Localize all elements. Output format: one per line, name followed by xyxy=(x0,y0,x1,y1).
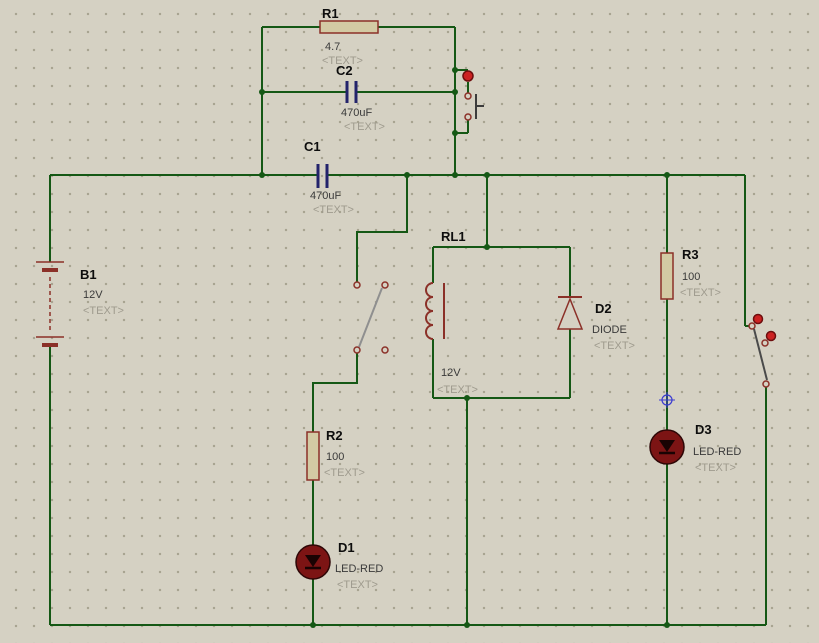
wire-coil-flyback-branch[interactable] xyxy=(432,175,571,625)
label-val-C1: 470uF xyxy=(310,190,341,202)
junction-dot xyxy=(404,172,410,178)
relay-contact-terminal xyxy=(381,346,389,354)
component-R2-resistor[interactable] xyxy=(306,431,320,481)
switch-actuator-red-dot[interactable] xyxy=(765,330,777,342)
led-triangle xyxy=(659,440,675,452)
junction-dot xyxy=(664,172,670,178)
diode-triangle[interactable] xyxy=(556,296,584,330)
label-val-RL1: 12V xyxy=(441,367,461,379)
component-pushbutton[interactable] xyxy=(462,70,484,121)
button-terminal xyxy=(464,113,472,121)
component-B1-battery[interactable] xyxy=(36,261,64,347)
label-val-B1: 12V xyxy=(83,289,103,301)
switch-terminal xyxy=(762,380,770,388)
label-ref-B1: B1 xyxy=(80,267,97,282)
label-ph-R1: <TEXT> xyxy=(322,55,363,67)
label-val-D2: DIODE xyxy=(592,324,627,336)
label-ph-D2: <TEXT> xyxy=(594,340,635,352)
label-ph-R3: <TEXT> xyxy=(680,287,721,299)
resistor-body[interactable] xyxy=(319,20,379,34)
button-actuator-red-dot[interactable] xyxy=(462,70,474,82)
label-val-C2: 470uF xyxy=(341,107,372,119)
junction-dot xyxy=(464,622,470,628)
label-ph-RL1: <TEXT> xyxy=(437,384,478,396)
component-R1-resistor[interactable] xyxy=(319,20,379,34)
label-ref-R1: R1 xyxy=(322,6,339,21)
relay-coil[interactable] xyxy=(425,282,434,340)
wire-relay-contact-branch[interactable] xyxy=(312,175,408,625)
relay-contact-terminal xyxy=(381,281,389,289)
label-ref-D3: D3 xyxy=(695,422,712,437)
label-val-D1: LED-RED xyxy=(335,563,383,575)
switch-terminal xyxy=(748,322,756,330)
label-val-R1: 4.7 xyxy=(325,41,340,53)
junction-dot xyxy=(259,89,265,95)
button-terminal xyxy=(464,92,472,100)
component-RL1-relay[interactable] xyxy=(353,281,445,354)
junction-dot xyxy=(484,244,490,250)
switch-actuator-red-dot[interactable] xyxy=(752,313,764,325)
junction-dot xyxy=(484,172,490,178)
component-C2-capacitor[interactable] xyxy=(345,81,358,103)
component-D1-led[interactable] xyxy=(295,544,331,580)
label-ref-D1: D1 xyxy=(338,540,355,555)
labels: R1 4.7 <TEXT> C2 470uF <TEXT> C1 470uF <… xyxy=(80,6,741,591)
junction-dot xyxy=(452,89,458,95)
component-R3-resistor[interactable] xyxy=(660,252,674,300)
label-val-D3: LED-RED xyxy=(693,446,741,458)
label-ref-R2: R2 xyxy=(326,428,343,443)
component-D2-diode[interactable] xyxy=(556,296,584,330)
component-C1-capacitor[interactable] xyxy=(316,164,329,188)
junction-dot xyxy=(464,395,470,401)
junction-dot xyxy=(664,622,670,628)
label-ph-D1: <TEXT> xyxy=(337,579,378,591)
relay-contact-lever[interactable] xyxy=(358,287,383,348)
label-ph-D3: <TEXT> xyxy=(695,462,736,474)
component-switch[interactable] xyxy=(748,313,777,388)
junction-dot xyxy=(452,67,458,73)
label-ph-R2: <TEXT> xyxy=(324,467,365,479)
wire-network[interactable] xyxy=(49,26,767,626)
label-val-R2: 100 xyxy=(326,451,344,463)
relay-contact-terminal xyxy=(353,281,361,289)
junction-dot xyxy=(310,622,316,628)
junction-dots xyxy=(259,67,670,628)
wire-r1-c2-block[interactable] xyxy=(261,26,469,175)
resistor-body[interactable] xyxy=(660,252,674,300)
led-triangle xyxy=(305,555,321,567)
resistor-body[interactable] xyxy=(306,431,320,481)
label-ref-C1: C1 xyxy=(304,139,321,154)
junction-dot xyxy=(452,172,458,178)
junction-dot xyxy=(452,130,458,136)
relay-contact-terminal xyxy=(353,346,361,354)
label-ref-D2: D2 xyxy=(595,301,612,316)
switch-lever[interactable] xyxy=(753,328,768,381)
label-val-R3: 100 xyxy=(682,271,700,283)
component-D3-led[interactable] xyxy=(649,429,685,465)
junction-dot xyxy=(259,172,265,178)
label-ref-R3: R3 xyxy=(682,247,699,262)
label-ph-B1: <TEXT> xyxy=(83,305,124,317)
label-ph-C2: <TEXT> xyxy=(344,121,385,133)
label-ref-C2: C2 xyxy=(336,63,353,78)
switch-terminal xyxy=(761,339,769,347)
label-ph-C1: <TEXT> xyxy=(313,204,354,216)
origin-marker xyxy=(659,392,675,408)
wire-main-bus[interactable] xyxy=(49,174,767,626)
label-ref-RL1: RL1 xyxy=(441,229,466,244)
